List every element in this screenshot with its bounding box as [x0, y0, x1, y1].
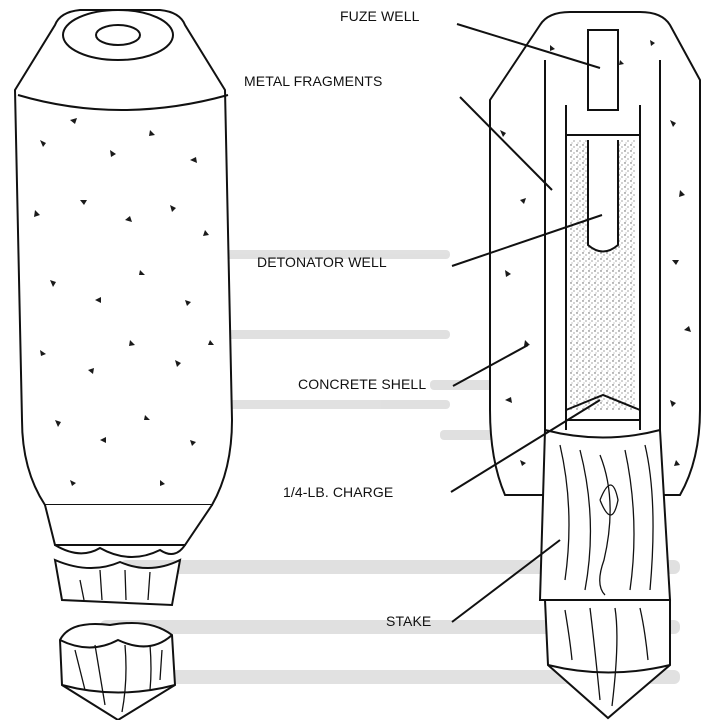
label-fuze-well: FUZE WELL	[340, 8, 419, 24]
intact-mine-body	[15, 10, 232, 505]
intact-stake-lower	[60, 623, 175, 720]
label-stake: STAKE	[386, 613, 431, 629]
cutaway-stake-upper	[540, 430, 670, 600]
intact-mine-illustration	[15, 10, 232, 720]
fuze-well-bore	[588, 30, 618, 110]
detonator-well-tube	[588, 140, 618, 252]
intact-mine-fuze-opening	[96, 25, 140, 45]
intact-stake-upper	[55, 560, 180, 605]
label-metal-fragments: METAL FRAGMENTS	[244, 73, 382, 89]
label-concrete-shell: CONCRETE SHELL	[298, 376, 426, 392]
cutaway-mine-illustration	[490, 12, 700, 718]
label-charge: 1/4-LB. CHARGE	[283, 484, 393, 500]
intact-mine-neck	[45, 505, 212, 545]
label-detonator-well: DETONATOR WELL	[257, 254, 387, 270]
intact-mine-break-top	[55, 545, 185, 557]
cutaway-stake-lower	[545, 600, 670, 718]
